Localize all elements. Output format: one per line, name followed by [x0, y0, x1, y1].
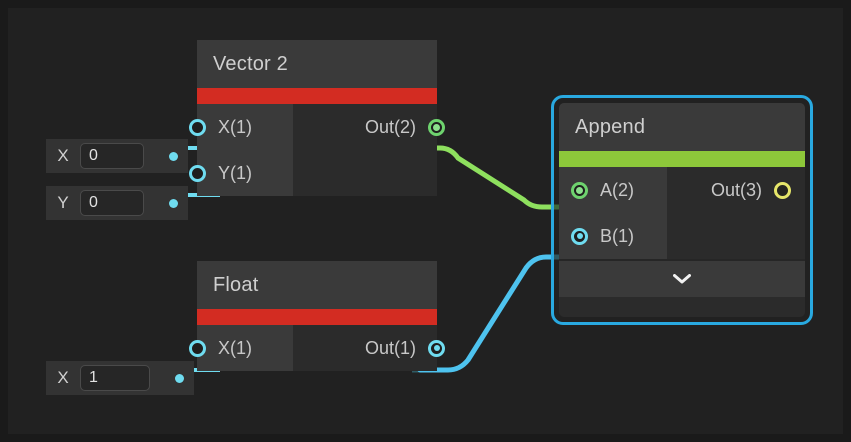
node-vector2-accent-bar [197, 88, 437, 104]
node-append-body: A(2) B(1) Out(3) [559, 167, 805, 259]
port-label-vector2-in-x: X(1) [218, 116, 253, 137]
node-float-title: Float [213, 273, 259, 296]
node-float-inputs: X(1) [189, 325, 293, 371]
node-append-inputs: A(2) B(1) [559, 167, 667, 259]
node-float-accent-bar [197, 309, 437, 325]
chevron-down-icon [673, 274, 691, 284]
property-input-float-x[interactable] [80, 365, 150, 391]
node-vector2-outputs: Out(2) [293, 104, 445, 196]
property-row-float-x[interactable]: X [46, 361, 194, 395]
port-row-append-a[interactable]: A(2) [559, 167, 667, 213]
port-label-float-out: Out(1) [364, 337, 416, 358]
property-connector-dot-float-x[interactable] [175, 373, 184, 383]
node-append-expand-button[interactable] [559, 259, 805, 297]
port-row-vector2-x[interactable]: X(1) [189, 104, 293, 150]
node-float[interactable]: Float X(1) Out(1) [189, 261, 445, 371]
property-label-x: X [57, 146, 69, 165]
port-label-float-in-x: X(1) [218, 337, 253, 358]
port-label-vector2-in-y: Y(1) [218, 162, 253, 183]
port-label-vector2-out: Out(2) [364, 116, 416, 137]
node-vector2-out-spacer [293, 150, 437, 196]
socket-float-in-x[interactable] [189, 339, 206, 357]
socket-vector2-in-x[interactable] [189, 118, 206, 136]
socket-append-in-a[interactable] [571, 181, 588, 199]
port-row-vector2-y[interactable]: Y(1) [189, 150, 293, 196]
socket-append-in-b[interactable] [571, 227, 588, 245]
node-float-body: X(1) Out(1) [189, 325, 445, 371]
property-input-y[interactable] [80, 190, 144, 216]
node-append-header[interactable]: Append [559, 103, 805, 151]
socket-vector2-in-y[interactable] [189, 164, 206, 182]
node-vector2-body: X(1) Y(1) Out(2) [189, 104, 445, 196]
port-row-vector2-out[interactable]: Out(2) [293, 104, 445, 150]
node-vector2-header[interactable]: Vector 2 [197, 40, 437, 88]
port-row-float-x[interactable]: X(1) [189, 325, 293, 371]
property-row-y[interactable]: Y [46, 186, 188, 220]
node-append-accent-bar [559, 151, 805, 167]
socket-float-out[interactable] [428, 339, 445, 357]
port-label-append-in-a: A(2) [600, 179, 635, 200]
property-input-x[interactable] [80, 143, 144, 169]
node-append[interactable]: Append A(2) B(1) [559, 103, 805, 317]
node-append-selection-frame[interactable]: Append A(2) B(1) [551, 95, 813, 325]
property-connector-dot-y[interactable] [169, 198, 178, 208]
node-append-out-spacer [667, 213, 805, 259]
node-vector2[interactable]: Vector 2 X(1) Y(1) Out(2) [189, 40, 445, 196]
node-float-header[interactable]: Float [197, 261, 437, 309]
property-row-x[interactable]: X [46, 139, 188, 173]
socket-append-out[interactable] [774, 181, 791, 199]
property-label-float-x: X [57, 368, 69, 387]
port-row-float-out[interactable]: Out(1) [293, 325, 445, 371]
wire-vector2-out-to-append-a[interactable] [417, 145, 571, 210]
property-connector-dot-x[interactable] [169, 151, 178, 161]
graph-canvas[interactable]: Vector 2 X(1) Y(1) Out(2) [8, 8, 843, 434]
node-append-title: Append [575, 115, 646, 138]
node-float-outputs: Out(1) [293, 325, 445, 371]
socket-vector2-out[interactable] [428, 118, 445, 136]
property-label-y: Y [57, 193, 69, 212]
node-vector2-inputs: X(1) Y(1) [189, 104, 293, 196]
port-row-append-out[interactable]: Out(3) [667, 167, 805, 213]
node-vector2-title: Vector 2 [213, 52, 288, 75]
port-row-append-b[interactable]: B(1) [559, 213, 667, 259]
port-label-append-out: Out(3) [710, 179, 762, 200]
node-append-outputs: Out(3) [667, 167, 805, 259]
port-label-append-in-b: B(1) [600, 225, 635, 246]
